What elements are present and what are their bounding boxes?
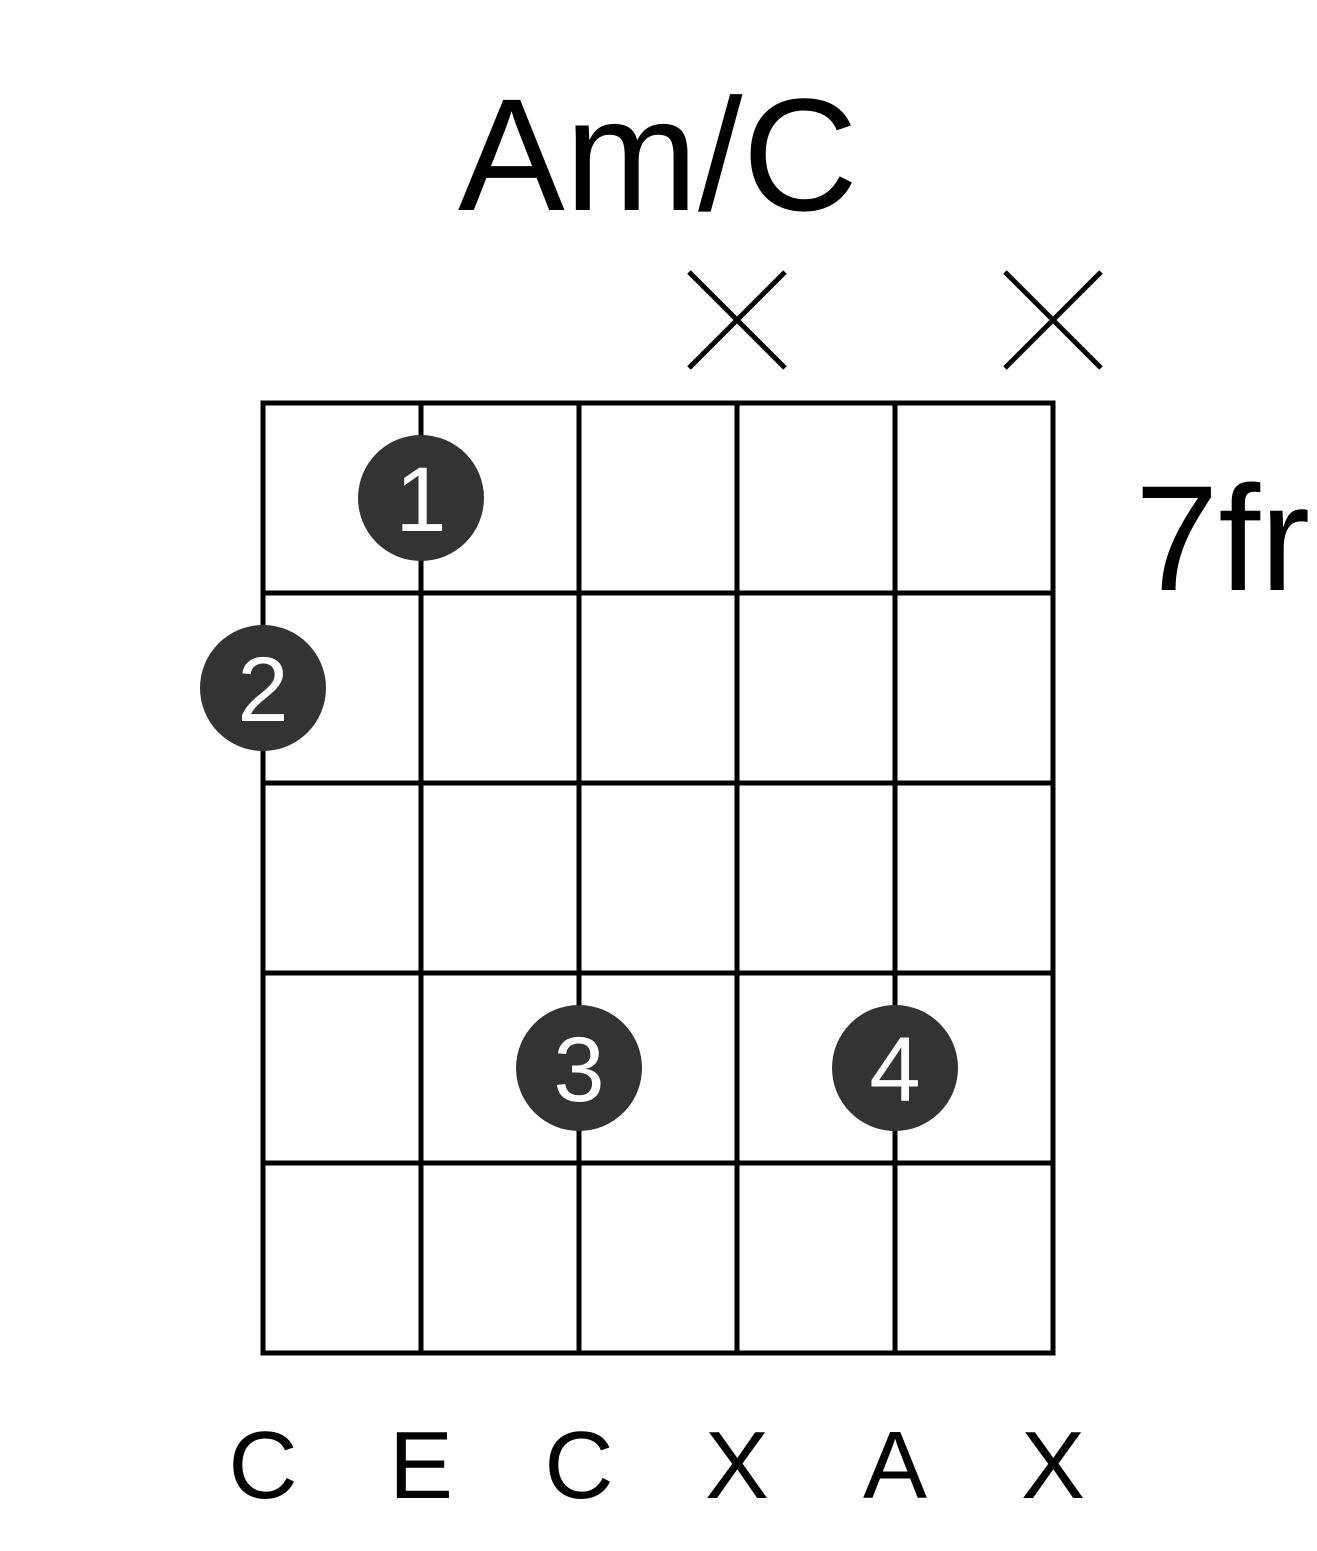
muted-string-marker-4 [687, 270, 787, 370]
fret-position-label: 7fr [1135, 454, 1310, 622]
string-note-label: X [1021, 1412, 1085, 1519]
muted-string-marker-6 [1003, 270, 1103, 370]
finger-dot-circle [832, 1005, 958, 1131]
finger-dot-circle [200, 625, 326, 751]
finger-dot-4: 4 [832, 1005, 958, 1131]
mute-stroke-b [1003, 270, 1103, 370]
finger-number: 3 [553, 1019, 604, 1121]
finger-dot-circle [516, 1005, 642, 1131]
chord-title: Am/C [458, 65, 858, 244]
finger-number: 2 [237, 639, 288, 741]
mute-stroke-b [687, 270, 787, 370]
string-note-label: X [705, 1412, 769, 1519]
string-note-label: E [389, 1412, 453, 1519]
finger-dot-1: 1 [358, 435, 484, 561]
fretboard-grid [260, 400, 1056, 1356]
finger-dots: 1 2 3 4 [200, 435, 958, 1131]
finger-number: 4 [869, 1019, 920, 1121]
string-note-label: C [228, 1412, 297, 1519]
string-note-label: A [863, 1412, 927, 1519]
finger-dot-2: 2 [200, 625, 326, 751]
muted-string-markers [687, 270, 1103, 370]
finger-dot-3: 3 [516, 1005, 642, 1131]
finger-dot-circle [358, 435, 484, 561]
string-note-label: C [544, 1412, 613, 1519]
finger-number: 1 [395, 449, 446, 551]
